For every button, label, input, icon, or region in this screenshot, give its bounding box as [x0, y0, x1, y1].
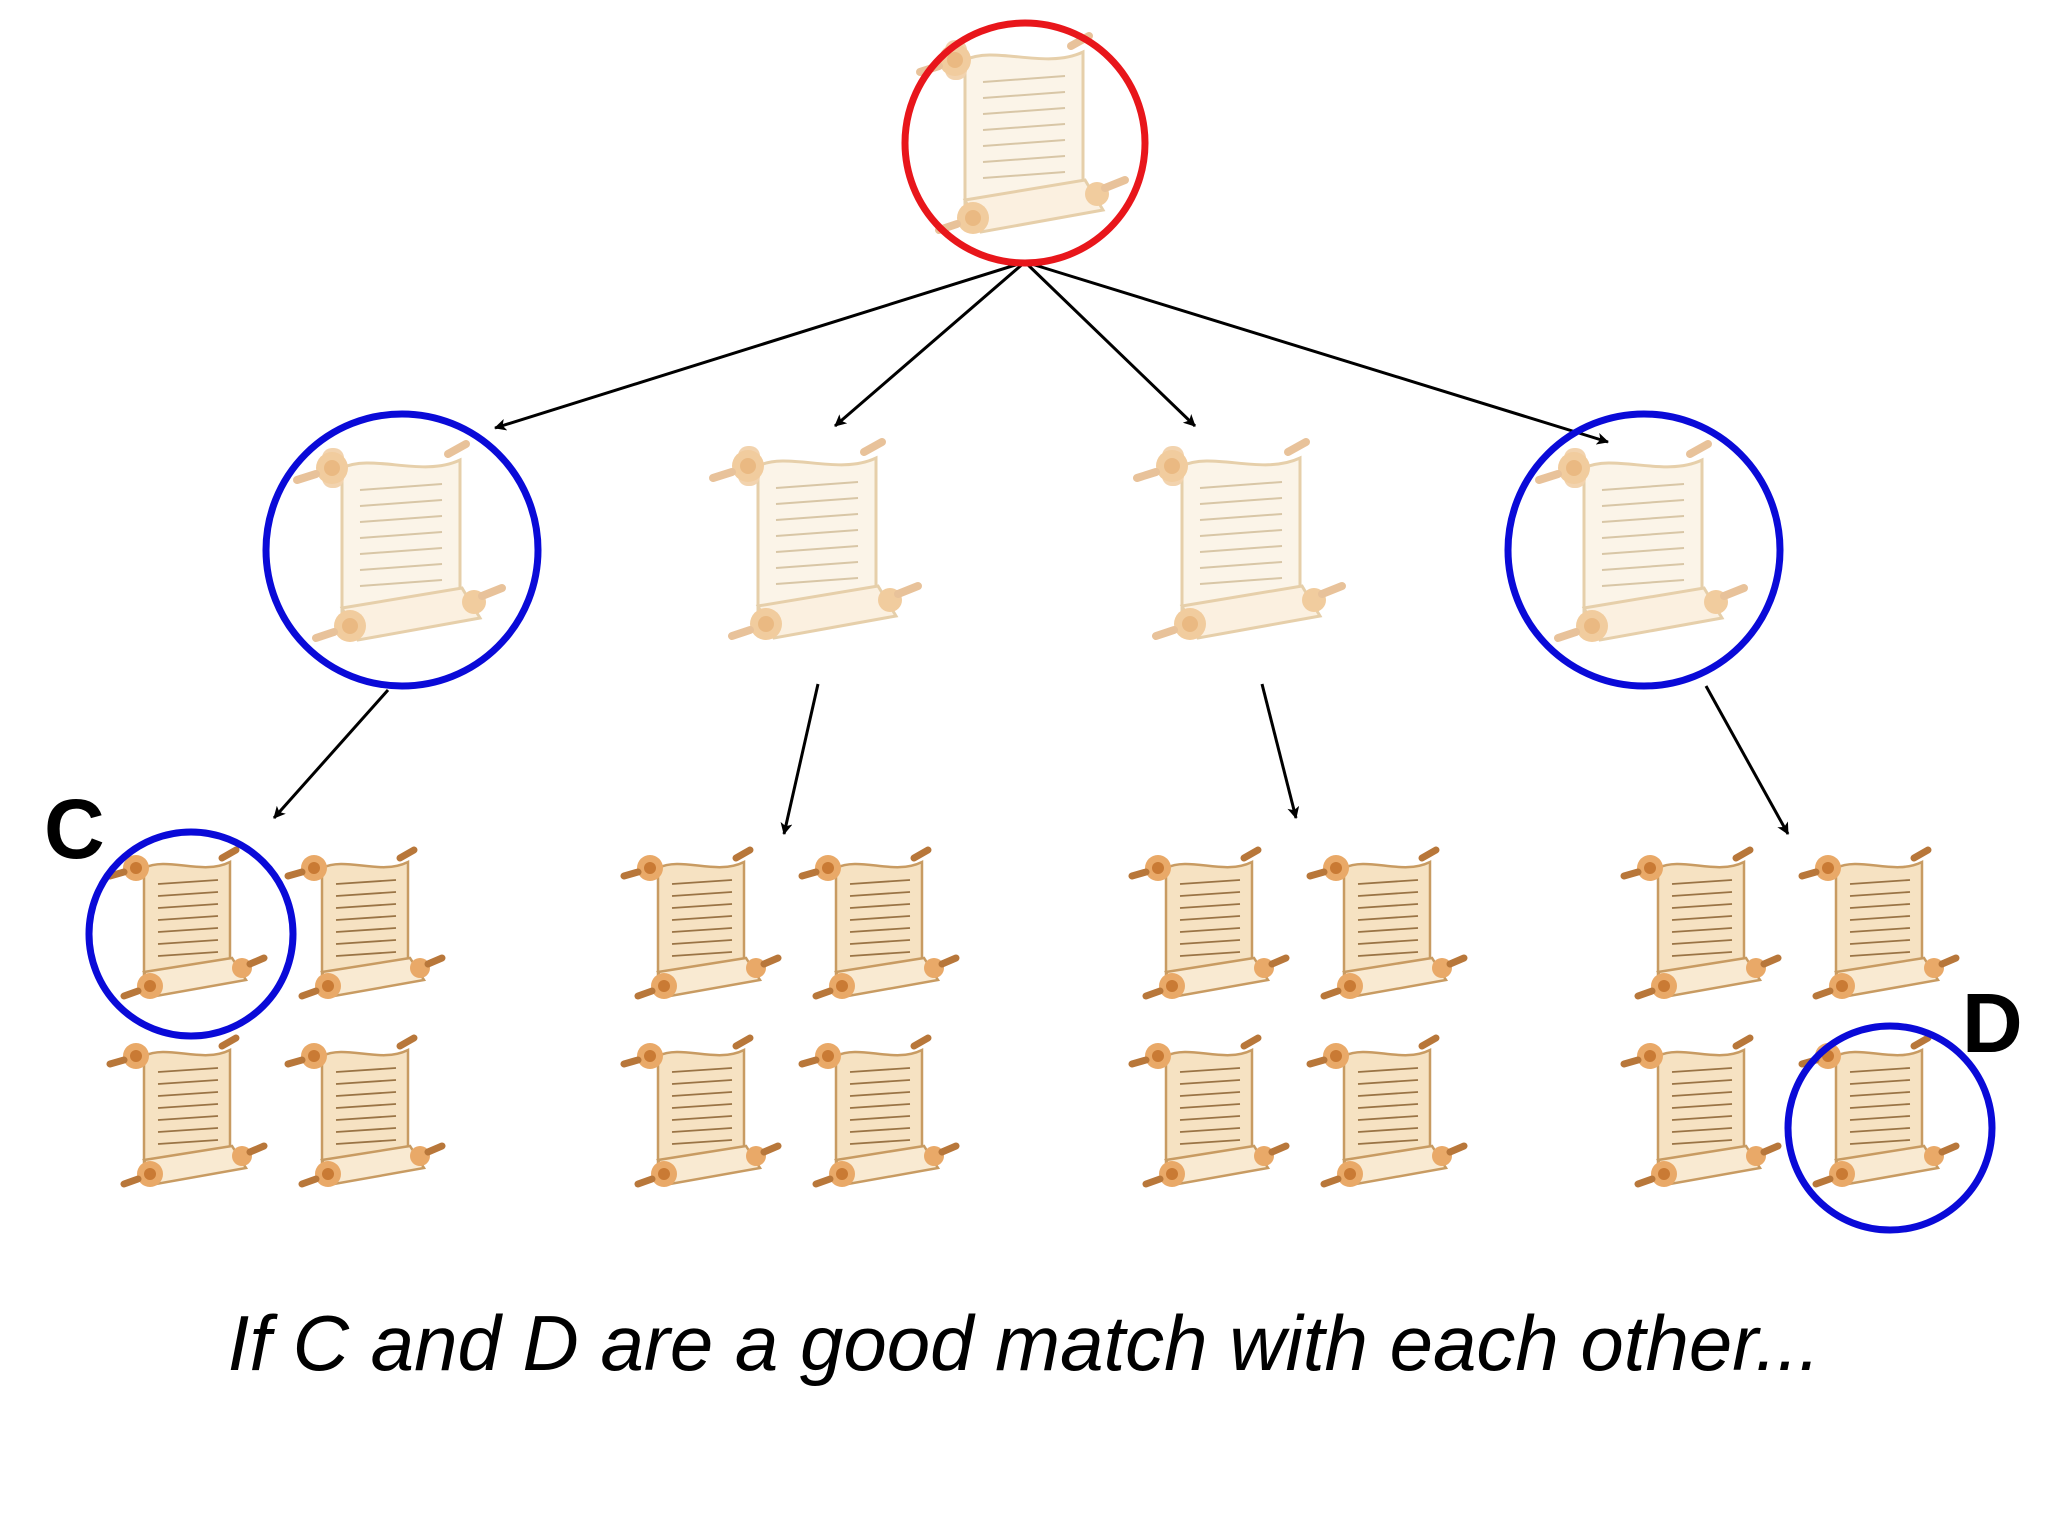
scroll-icon [802, 1038, 956, 1187]
middle-scroll-3 [1137, 442, 1342, 640]
scroll-icon [288, 1038, 442, 1187]
scroll-icon [1624, 850, 1778, 999]
scroll-icon [1310, 1038, 1464, 1187]
leaf-group-4 [1624, 850, 1996, 1234]
leaf-group-2 [624, 850, 956, 1187]
root-scroll [901, 19, 1149, 267]
middle-scroll-4 [1504, 410, 1784, 690]
scroll-icon [624, 850, 778, 999]
scroll-icon [1802, 850, 1956, 999]
scroll-icon [920, 36, 1125, 234]
leaf-level [85, 828, 1996, 1234]
arrow-icon [780, 683, 820, 835]
middle-scroll-1 [262, 410, 542, 690]
arrow-icon [1704, 685, 1790, 835]
scroll-icon [1132, 850, 1286, 999]
arrow-icon [1260, 683, 1300, 819]
scroll-icon [1137, 442, 1342, 640]
scroll-icon [1624, 1038, 1778, 1187]
scroll-icon [110, 1038, 264, 1187]
label-c: C [44, 782, 105, 876]
middle-highlight-circle [262, 410, 542, 690]
scroll-icon [713, 442, 918, 640]
scroll-icon [110, 850, 264, 999]
scroll-icon [297, 444, 502, 642]
scroll-icon [1802, 1038, 1956, 1187]
arrow-icon [494, 260, 1026, 431]
scroll-icon [1310, 850, 1464, 999]
leaf-group-1 [85, 828, 442, 1187]
leaf-highlight-circle [85, 828, 297, 1040]
leaf-group-3 [1132, 850, 1464, 1187]
leaf-arrows [272, 683, 1790, 835]
arrow-icon [272, 689, 390, 819]
leaf-highlight-circle [1784, 1022, 1996, 1234]
middle-level [262, 410, 1784, 690]
scroll-icon [1539, 444, 1744, 642]
scroll-icon [288, 850, 442, 999]
root-highlight-circle [901, 19, 1149, 267]
caption: If C and D are a good match with each ot… [228, 1299, 1821, 1387]
scroll-icon [802, 850, 956, 999]
middle-scroll-2 [713, 442, 918, 640]
middle-highlight-circle [1504, 410, 1784, 690]
root-arrows [494, 260, 1609, 445]
arrow-icon [834, 260, 1026, 428]
scroll-icon [1132, 1038, 1286, 1187]
arrow-icon [1023, 260, 1197, 428]
label-d: D [1962, 976, 2023, 1070]
scroll-icon [624, 1038, 778, 1187]
arrow-icon [1024, 260, 1609, 445]
